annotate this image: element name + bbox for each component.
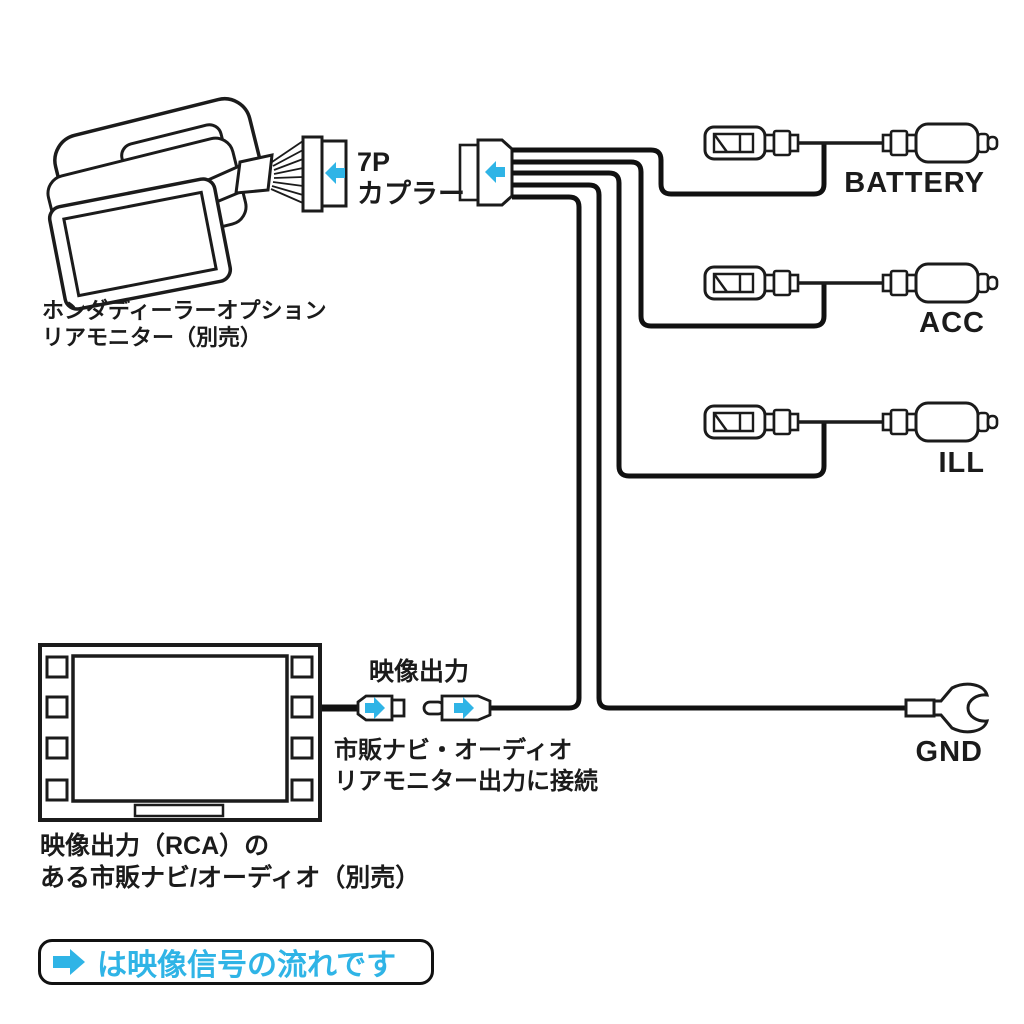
rear-monitor-illustration bbox=[46, 97, 304, 311]
headunit-illustration bbox=[38, 643, 322, 822]
gnd-label: GND bbox=[915, 736, 983, 768]
headunit-disc-slot bbox=[133, 803, 225, 818]
monitor-cable-stub bbox=[234, 153, 274, 195]
headunit-label-line2: ある市販ナビ/オーディオ（別売） bbox=[40, 864, 421, 892]
wire-acc bbox=[512, 159, 827, 329]
video-output-label: 映像出力 bbox=[369, 658, 470, 686]
coupler-label-line2: カプラー bbox=[357, 179, 465, 209]
headunit-buttons bbox=[45, 655, 314, 802]
monitor-screen bbox=[62, 190, 218, 298]
monitor-label-line2: リアモニター（別売） bbox=[42, 325, 263, 350]
rca-female-jack bbox=[356, 694, 406, 722]
wire-battery bbox=[512, 144, 827, 197]
wire-video-input bbox=[488, 194, 582, 711]
monitor-screen-panel bbox=[47, 177, 233, 311]
battery-label: BATTERY bbox=[844, 167, 985, 199]
monitor-label-line1: ホンダディーラーオプション bbox=[42, 298, 327, 323]
wire-ill bbox=[512, 170, 827, 479]
coupler-monitor-side bbox=[301, 135, 348, 213]
monitor-label: ホンダディーラーオプション リアモニター（別売） bbox=[42, 297, 326, 351]
coupler-label-line1: 7P bbox=[357, 147, 391, 177]
rca-male-plug bbox=[422, 694, 492, 722]
headunit-screen bbox=[71, 654, 289, 803]
headunit-label: 映像出力（RCA）の ある市販ナビ/オーディオ（別売） bbox=[40, 830, 420, 894]
acc-splice-connector bbox=[703, 262, 999, 304]
ill-label: ILL bbox=[938, 447, 985, 479]
video-flow-arrow-icon bbox=[53, 949, 85, 975]
rca-connection-note-line2: リアモニター出力に接続 bbox=[334, 768, 598, 795]
gnd-fork-terminal bbox=[904, 682, 990, 734]
rca-connection-note: 市販ナビ・オーディオ リアモニター出力に接続 bbox=[334, 735, 598, 797]
coupler-harness-side bbox=[458, 138, 514, 207]
ill-splice-connector bbox=[703, 401, 999, 443]
acc-label: ACC bbox=[919, 307, 985, 339]
wire-gnd bbox=[512, 182, 906, 711]
legend-text: は映像信号の流れです bbox=[97, 949, 397, 982]
headunit-label-line1: 映像出力（RCA）の bbox=[40, 832, 270, 860]
rca-connection-note-line1: 市販ナビ・オーディオ bbox=[334, 737, 573, 764]
battery-splice-connector bbox=[703, 122, 999, 164]
wire-fan bbox=[270, 140, 304, 204]
coupler-label: 7P カプラー bbox=[357, 146, 465, 210]
legend-box: は映像信号の流れです bbox=[38, 939, 434, 985]
